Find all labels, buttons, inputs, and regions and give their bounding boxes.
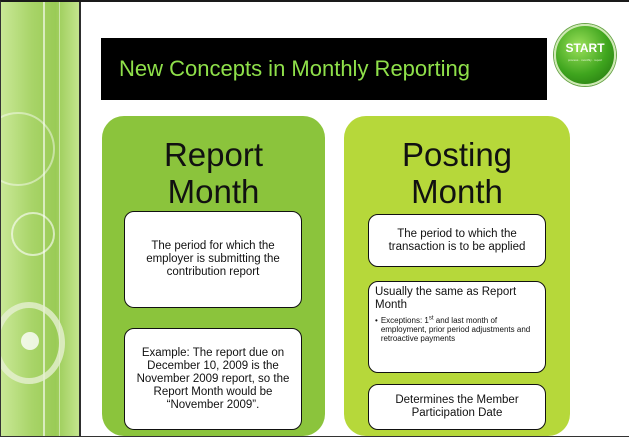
exceptions-superscript: st (428, 315, 434, 322)
posting-month-panel: Posting Month The period to which the tr… (344, 116, 570, 436)
posting-month-definition-text: The period to which the transaction is t… (388, 227, 526, 253)
report-month-definition-box: The period for which the employer is sub… (124, 211, 302, 308)
posting-month-definition-box: The period to which the transaction is t… (368, 214, 546, 267)
usual-title-text: Usually the same as Report Month (375, 286, 517, 311)
report-month-panel: Report Month The period for which the em… (102, 116, 325, 436)
exceptions-text-post: and last month of employment, prior peri… (380, 316, 531, 343)
heading-line: Month (167, 173, 260, 210)
bullet-dot-icon: • (375, 316, 378, 325)
start-button-label: START (565, 41, 605, 55)
exceptions-bullet: • Exceptions: 1st and last month of empl… (375, 315, 539, 343)
heading-line: Posting (401, 136, 513, 173)
heading-line: Month (411, 173, 503, 210)
heading-line: Report (163, 136, 264, 173)
slide-title: New Concepts in Monthly Reporting (119, 56, 470, 81)
report-month-heading: Report Month (102, 136, 325, 210)
start-button[interactable]: START process · monthly · report (554, 24, 616, 86)
member-participation-box: Determines the Member Participation Date (368, 384, 546, 430)
start-button-caption: process · monthly · report (567, 58, 603, 62)
report-month-example-box: Example: The report due on December 10, … (124, 328, 302, 430)
exceptions-text-pre: Exceptions: 1 (380, 316, 429, 325)
posting-month-heading: Posting Month (344, 136, 570, 210)
exceptions-text: Exceptions: 1st and last month of employ… (380, 315, 539, 343)
posting-month-usual-box: Usually the same as Report Month • Excep… (368, 281, 546, 373)
report-month-definition-text: The period for which the employer is sub… (146, 240, 280, 278)
title-bar: New Concepts in Monthly Reporting (101, 38, 547, 100)
strip-divider (79, 2, 81, 436)
member-participation-text: Determines the Member Participation Date (395, 394, 519, 419)
report-month-example-text: Example: The report due on December 10, … (136, 346, 290, 411)
decorative-swirl-strip (1, 2, 79, 436)
